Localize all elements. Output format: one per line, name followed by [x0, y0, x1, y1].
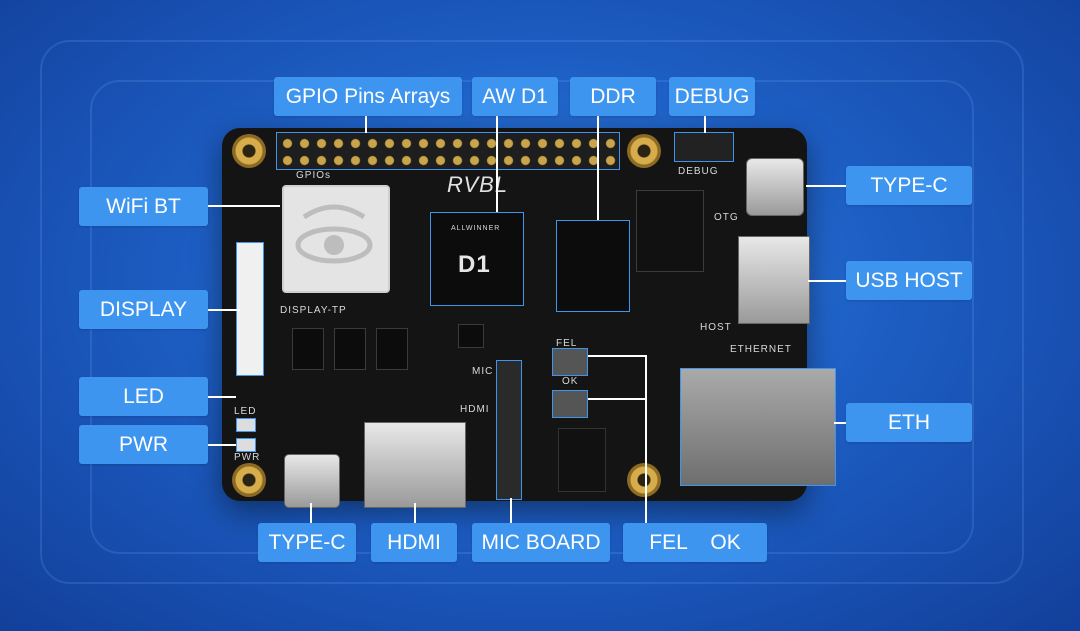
usb-c-otg-port	[746, 158, 804, 216]
leader-pwr	[208, 444, 236, 446]
label-wifi-bt: WiFi BT	[79, 187, 208, 226]
leader-led	[208, 396, 236, 398]
display-connector	[236, 242, 264, 376]
hdmi-port	[364, 422, 466, 508]
label-hdmi: HDMI	[371, 523, 457, 562]
mount-hole	[627, 463, 661, 497]
fel-button	[552, 348, 588, 376]
leader-wifi	[208, 205, 280, 207]
component	[376, 328, 408, 370]
wifi-bt-module	[282, 185, 390, 293]
label-mic-board: MIC BOARD	[472, 523, 610, 562]
leader-ddr	[597, 115, 599, 220]
silk-soc-name: D1	[458, 251, 491, 278]
leader-eth	[834, 422, 846, 424]
leader-aw-d1	[496, 115, 498, 212]
silk-otg: OTG	[714, 212, 739, 223]
mount-hole	[627, 134, 661, 168]
mount-hole	[232, 463, 266, 497]
label-display: DISPLAY	[79, 290, 208, 329]
ic-chip	[636, 190, 704, 272]
audio-jack	[558, 428, 606, 492]
label-gpio: GPIO Pins Arrays	[274, 77, 462, 116]
label-debug: DEBUG	[669, 77, 755, 116]
silk-ethernet: ETHERNET	[730, 344, 792, 355]
label-usb-host: USB HOST	[846, 261, 972, 300]
pwr-indicator	[236, 438, 256, 452]
silk-hdmi: HDMI	[460, 404, 490, 415]
silk-display-tp: DISPLAY-TP	[280, 305, 347, 316]
silk-mic: MIC	[472, 366, 494, 377]
ddr-chip	[556, 220, 630, 312]
silk-led: LED	[234, 406, 257, 417]
component	[458, 324, 484, 348]
usb-c-power-port	[284, 454, 340, 508]
leader-usb-host	[808, 280, 846, 282]
leader-fel-ok	[645, 355, 647, 523]
component	[334, 328, 366, 370]
silk-debug: DEBUG	[678, 166, 719, 177]
silk-fel: FEL	[556, 338, 578, 349]
component	[292, 328, 324, 370]
leader-display	[208, 309, 240, 311]
silk-gpios: GPIOs	[296, 170, 332, 181]
ethernet-port	[680, 368, 836, 486]
silk-soc-brand: ALLWINNER	[451, 225, 501, 232]
usb-host-port	[738, 236, 810, 324]
eye-logo-icon	[295, 204, 373, 264]
label-fel-ok: FEL OK	[623, 523, 767, 562]
leader-debug	[704, 115, 706, 133]
silk-ok: OK	[562, 376, 579, 387]
label-ddr: DDR	[570, 77, 656, 116]
label-type-c-bottom: TYPE-C	[258, 523, 356, 562]
label-pwr: PWR	[79, 425, 208, 464]
silk-host: HOST	[700, 322, 732, 333]
soc-d1: ALLWINNER D1	[430, 212, 524, 306]
leader-gpio	[365, 115, 367, 133]
leader-type-c-bottom	[310, 503, 312, 523]
ok-button	[552, 390, 588, 418]
leader-hdmi	[414, 503, 416, 523]
board: GPIOs DEBUG DISPLAY-TP RVBL ALLWINNER D1	[222, 128, 836, 508]
leader-type-c-right	[806, 185, 846, 187]
silk-logo: RVBL	[447, 172, 509, 197]
gpio-header	[276, 132, 620, 170]
label-type-c-right: TYPE-C	[846, 166, 972, 205]
label-eth: ETH	[846, 403, 972, 442]
label-aw-d1: AW D1	[472, 77, 558, 116]
silk-pwr: PWR	[234, 452, 261, 463]
leader-fel	[588, 355, 646, 357]
debug-header	[674, 132, 734, 162]
mic-connector	[496, 360, 522, 500]
mount-hole	[232, 134, 266, 168]
led-indicator	[236, 418, 256, 432]
leader-ok	[588, 398, 646, 400]
leader-mic	[510, 498, 512, 523]
label-led: LED	[79, 377, 208, 416]
bg-circuit-trace	[40, 40, 1024, 584]
